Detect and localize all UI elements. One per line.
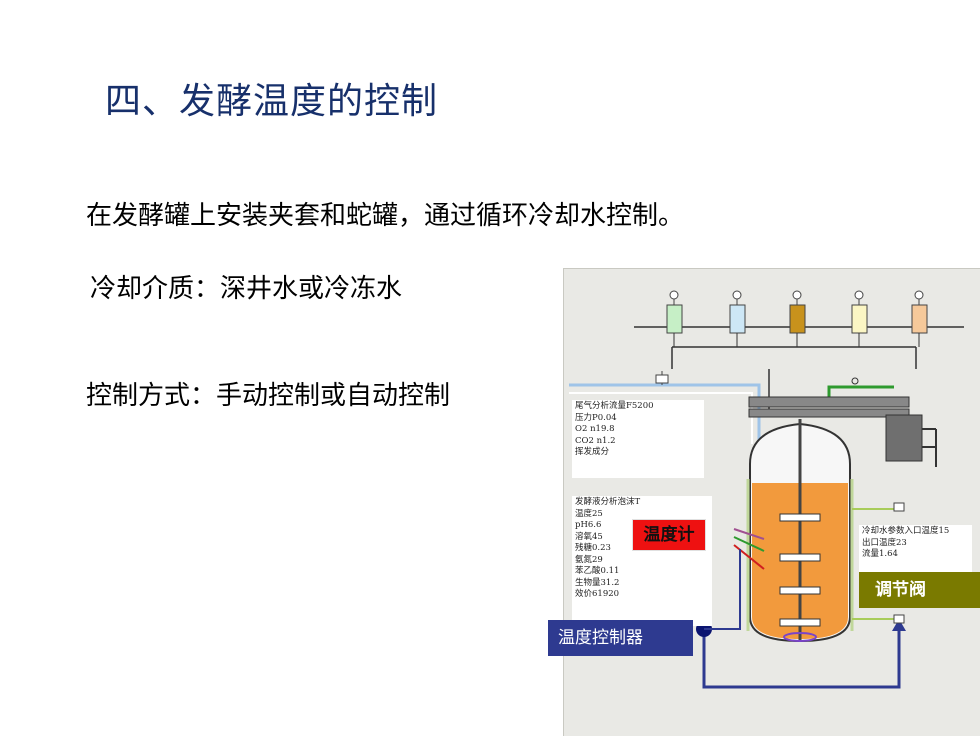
control-valve-label: 调节阀 xyxy=(859,572,980,608)
offgas-line: CO2 n1.2 xyxy=(575,435,616,446)
thermometer-label: 温度计 xyxy=(632,519,706,551)
cooling-water-panel: 冷却水参数入口温度15 出口温度23 流量1.64 xyxy=(859,525,972,575)
offgas-line: O2 n19.8 xyxy=(575,424,615,434)
broth-line: 残糖0.23 xyxy=(575,543,611,553)
broth-line: 氨氮29 xyxy=(575,554,603,565)
body-line-control: 控制方式：手动控制或自动控制 xyxy=(86,381,451,411)
slide-title: 四、发酵温度的控制 xyxy=(105,81,439,122)
body-line-medium: 冷却介质：深井水或冷冻水 xyxy=(90,274,403,304)
broth-line: pH6.6 xyxy=(575,520,602,530)
offgas-panel: 尾气分析流量F5200 压力P0.04 O2 n19.8 CO2 n1.2 挥发… xyxy=(572,400,704,478)
offgas-line: 压力P0.04 xyxy=(575,412,617,423)
broth-line: 溶氧45 xyxy=(575,531,603,542)
water-line: 出口温度23 xyxy=(862,537,907,548)
offgas-line: 挥发成分 xyxy=(575,447,610,457)
broth-line: 发酵液分析泡沫T xyxy=(575,497,641,507)
body-line-cooling: 在发酵罐上安装夹套和蛇罐，通过循环冷却水控制。 xyxy=(86,201,685,231)
offgas-line: 尾气分析流量F5200 xyxy=(575,401,654,411)
temperature-controller-label: 温度控制器 xyxy=(548,620,693,656)
feed-vessels xyxy=(634,290,964,409)
broth-line: 生物量31.2 xyxy=(575,577,620,588)
fermenter-drawing xyxy=(569,290,964,689)
broth-panel: 发酵液分析泡沫T 温度25 pH6.6 溶氧45 残糖0.23 氨氮29 苯乙酸… xyxy=(572,496,712,626)
water-line: 流量1.64 xyxy=(862,549,898,559)
broth-line: 苯乙酸0.11 xyxy=(575,566,620,576)
broth-line: 效价61920 xyxy=(575,589,620,599)
broth-line: 温度25 xyxy=(575,508,603,519)
water-line: 冷却水参数入口温度15 xyxy=(862,526,950,536)
fermenter-diagram: 尾气分析流量F5200 压力P0.04 O2 n19.8 CO2 n1.2 挥发… xyxy=(548,268,980,736)
